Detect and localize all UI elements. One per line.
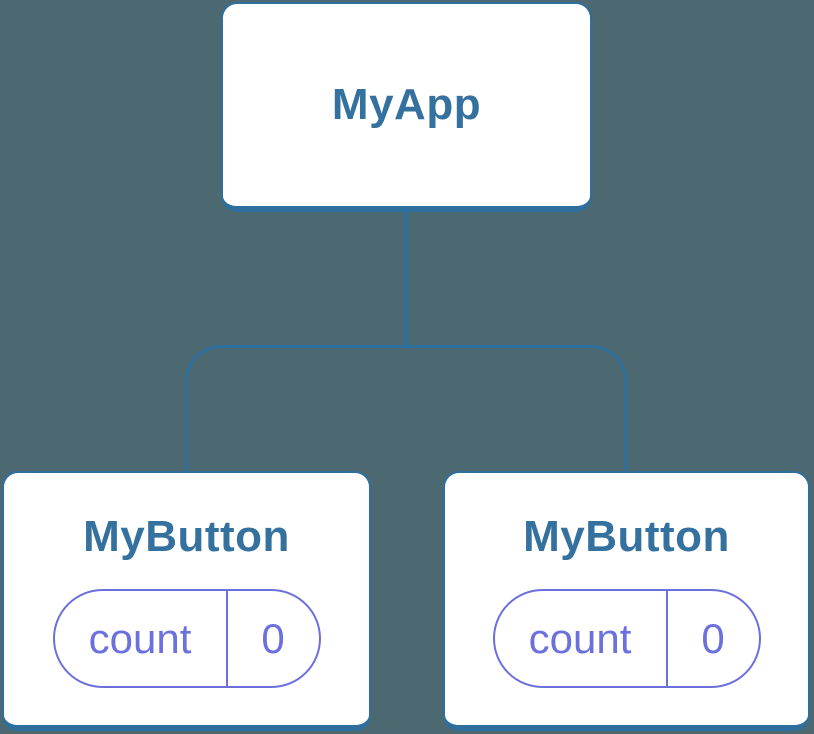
state-name-cell: count <box>55 591 228 686</box>
state-value-label: 0 <box>261 614 285 662</box>
state-value-label: 0 <box>701 614 725 662</box>
child-component-node-left: MyButton count 0 <box>2 471 371 731</box>
state-name-label: count <box>528 614 632 662</box>
state-value-cell: 0 <box>668 591 759 686</box>
state-name-cell: count <box>495 591 668 686</box>
branch-connector-bracket <box>185 345 627 472</box>
root-component-label: MyApp <box>331 80 482 129</box>
state-pill: count 0 <box>492 589 761 688</box>
child-component-node-right: MyButton count 0 <box>443 471 810 731</box>
state-name-label: count <box>88 614 192 662</box>
child-component-label: MyButton <box>523 512 730 561</box>
parent-connector-line <box>404 212 408 347</box>
root-component-node: MyApp <box>221 2 592 212</box>
state-value-cell: 0 <box>228 591 319 686</box>
child-component-label: MyButton <box>83 512 290 561</box>
state-pill: count 0 <box>52 589 321 688</box>
